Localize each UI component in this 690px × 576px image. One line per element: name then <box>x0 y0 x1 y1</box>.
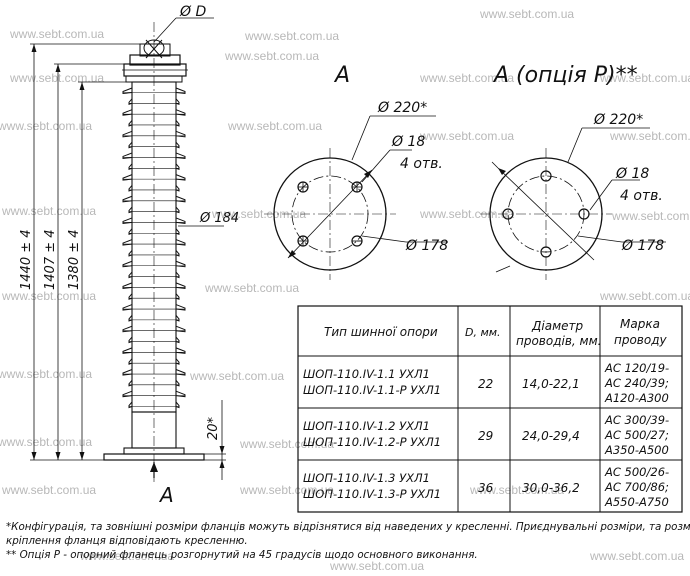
dim-height-1407: 1407 ± 4 <box>43 229 58 290</box>
view-a-holes: 4 отв. <box>400 156 443 172</box>
row-mark: АС 120/19- <box>604 361 669 375</box>
insulator-side-view: A Ø D Ø 184 1440 ± 4 1407 ± 4 <box>19 4 239 507</box>
bolt-holes <box>297 181 363 247</box>
flange-view-p: A (опція P)** Ø 220* Ø 18 4 отв. Ø 178 <box>480 63 666 280</box>
view-a-dim-hole: Ø 18 <box>391 134 425 150</box>
bolt-hole <box>578 208 590 220</box>
top-fitting <box>122 39 188 83</box>
row-mark: АС 500/26- <box>604 465 669 479</box>
view-a-dim-outer: Ø 220* <box>377 100 427 116</box>
footnote-option-p: ** Опція P - опорний фланець розгорнутий… <box>6 549 478 561</box>
watermark: www.sebt.com.ua <box>239 483 334 497</box>
footnote-configuration-cont: кріплення фланця відповідають кресленню. <box>6 535 248 547</box>
table-row: ШОП-110.IV-1.1 УХЛ1 ШОП-110.IV-1.1-Р УХЛ… <box>303 361 669 405</box>
bottom-flange <box>103 411 205 461</box>
section-arrow <box>150 462 158 478</box>
insulator-sheds <box>122 87 186 409</box>
row-type: ШОП-110.IV-1.1 УХЛ1 <box>303 367 430 381</box>
watermark: www.sebt.com.ua <box>211 207 306 221</box>
row-mark: А550-А750 <box>604 495 669 509</box>
table-header-mark: проводу <box>614 333 668 347</box>
bolt-holes <box>502 170 590 258</box>
table-header-type: Тип шинної опори <box>324 325 438 339</box>
watermark: www.sebt.com.ua <box>227 119 322 133</box>
table-row: ШОП-110.IV-1.3 УХЛ1 ШОП-110.IV-1.3-Р УХЛ… <box>303 465 669 509</box>
view-p-dim-bolt-circle: Ø 178 <box>621 238 664 254</box>
watermark: www.sebt.com.ua <box>204 281 299 295</box>
row-mark: А350-А500 <box>604 443 669 457</box>
watermark: www.sebt.com.ua <box>419 71 514 85</box>
dim-height-1380: 1380 ± 4 <box>67 229 82 290</box>
row-d: 29 <box>478 429 493 443</box>
table-header-d: D, мм. <box>465 326 501 339</box>
view-a-title: A <box>333 63 350 88</box>
watermark: www.sebt.com.ua <box>0 435 92 449</box>
watermark: www.sebt.com.ua <box>1 483 96 497</box>
row-d: 36 <box>478 481 494 495</box>
watermark: www.sebt.com.ua <box>239 437 334 451</box>
dim-base-thickness: 20* <box>206 416 221 440</box>
watermark: www.sebt.com.ua <box>1 289 96 303</box>
watermark: www.sebt.com.ua <box>0 119 92 133</box>
footnote-configuration: *Конфігурація, та зовнішні розміри фланц… <box>6 521 690 533</box>
watermark: www.sebt.com.ua <box>9 27 104 41</box>
bolt-hole <box>540 170 552 182</box>
bolt-hole <box>502 208 514 220</box>
watermark: www.sebt.com.ua <box>224 49 319 63</box>
row-diameter: 24,0-29,4 <box>522 429 580 443</box>
watermark: www.sebt.com.ua <box>609 129 690 143</box>
table-row: ШОП-110.IV-1.2 УХЛ1 ШОП-110.IV-1.2-Р УХЛ… <box>303 413 669 457</box>
dim-heights: 1440 ± 4 1407 ± 4 1380 ± 4 20* <box>19 43 226 480</box>
row-type: ШОП-110.IV-1.2 УХЛ1 <box>303 419 430 433</box>
row-mark: АС 240/39; <box>604 376 669 390</box>
table-header-diameter: проводів, мм. <box>516 334 601 348</box>
watermark: www.sebt.com.ua <box>469 483 564 497</box>
row-type: ШОП-110.IV-1.3-Р УХЛ1 <box>303 487 441 501</box>
table-header-diameter: Діаметр <box>531 319 583 333</box>
watermark: www.sebt.com.ua <box>479 7 574 21</box>
dim-insulator-label: Ø 184 <box>199 211 239 226</box>
dim-height-1440: 1440 ± 4 <box>19 229 34 290</box>
watermark: www.sebt.com.ua <box>599 289 690 303</box>
watermark: www.sebt.com.ua <box>244 29 339 43</box>
section-label: A <box>158 483 174 507</box>
row-mark: АС 500/27; <box>604 428 669 442</box>
watermark: www.sebt.com.ua <box>329 559 424 573</box>
row-type: ШОП-110.IV-1.3 УХЛ1 <box>303 471 430 485</box>
row-diameter: 30,0-36,2 <box>522 481 580 495</box>
bolt-hole <box>540 246 552 258</box>
view-p-dim-hole: Ø 18 <box>615 166 649 182</box>
watermark: www.sebt.com.ua <box>419 129 514 143</box>
dim-flange-label: Ø D <box>179 4 206 20</box>
view-p-dim-outer: Ø 220* <box>593 112 643 128</box>
flange-view-a: A Ø 220* Ø 18 4 отв. Ø 178 <box>264 63 448 280</box>
watermark: www.sebt.com.ua <box>0 367 92 381</box>
watermark: www.sebt.com.ua <box>589 549 684 563</box>
footnotes: *Конфігурація, та зовнішні розміри фланц… <box>6 520 690 562</box>
dim-insulator-diameter: Ø 184 <box>178 211 239 227</box>
view-p-title: A (опція P)** <box>492 63 638 88</box>
watermark: www.sebt.com.ua <box>1 204 96 218</box>
view-p-holes: 4 отв. <box>620 188 663 204</box>
watermark: www.sebt.com.ua <box>599 71 690 85</box>
watermark: www.sebt.com.ua <box>79 549 174 563</box>
watermark: www.sebt.com.ua <box>9 71 104 85</box>
specs-table: Тип шинної опори D, мм. Діаметр проводів… <box>297 305 683 513</box>
watermark: www.sebt.com.ua <box>611 209 690 223</box>
row-type: ШОП-110.IV-1.2-Р УХЛ1 <box>303 435 441 449</box>
watermark: www.sebt.com.ua <box>189 369 284 383</box>
view-a-dim-bolt-circle: Ø 178 <box>405 238 448 254</box>
watermark-layer: www.sebt.com.ua www.sebt.com.ua www.sebt… <box>0 7 690 573</box>
table-header-mark: Марка <box>620 317 660 331</box>
row-diameter: 14,0-22,1 <box>522 377 580 391</box>
row-mark: А120-А300 <box>604 391 669 405</box>
row-d: 22 <box>478 377 493 391</box>
row-type: ШОП-110.IV-1.1-Р УХЛ1 <box>303 383 441 397</box>
row-mark: АС 700/86; <box>604 480 669 494</box>
dim-flange-diameter: Ø D <box>153 4 214 43</box>
row-mark: АС 300/39- <box>604 413 669 427</box>
